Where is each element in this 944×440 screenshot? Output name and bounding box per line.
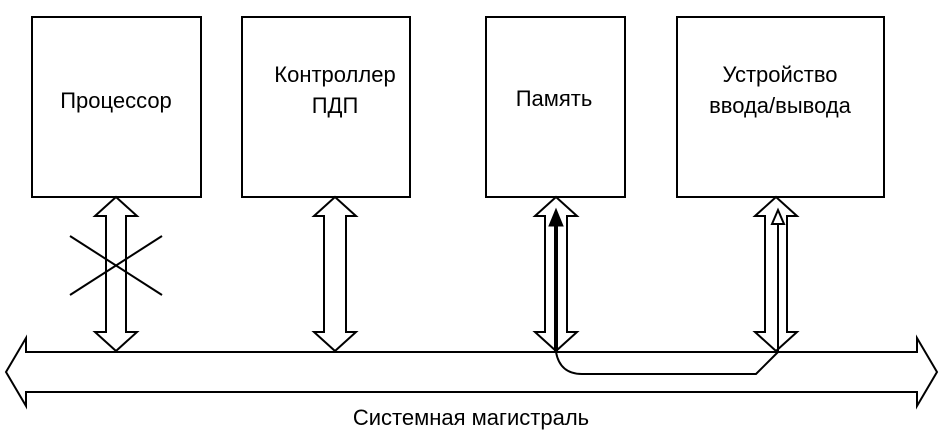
dma-controller-label-line1: Контроллер: [274, 62, 395, 87]
io-path-arrowhead: [770, 207, 786, 225]
io-device-bus-link: [752, 195, 800, 353]
blocked-cross-icon: [69, 235, 163, 296]
bus-label: Системная магистраль: [353, 405, 589, 430]
system-bus: [4, 334, 939, 410]
memory-label: Память: [516, 86, 593, 111]
io-device-label-line1: Устройство: [722, 62, 837, 87]
io-device-block: Устройство ввода/вывода: [676, 16, 885, 198]
dma-controller-block: Контроллер ПДП: [241, 16, 411, 198]
dma-controller-label-line2: ПДП: [312, 93, 359, 118]
processor-bus-link: [92, 195, 140, 353]
processor-block: Процессор: [31, 16, 202, 198]
dma-controller-bus-link: [311, 195, 359, 353]
dma-transfer-path: [548, 207, 786, 375]
memory-block: Память: [485, 16, 626, 198]
dma-transfer-arrowhead: [548, 207, 564, 227]
io-device-label-line2: ввода/вывода: [709, 93, 852, 118]
processor-label: Процессор: [60, 88, 172, 113]
